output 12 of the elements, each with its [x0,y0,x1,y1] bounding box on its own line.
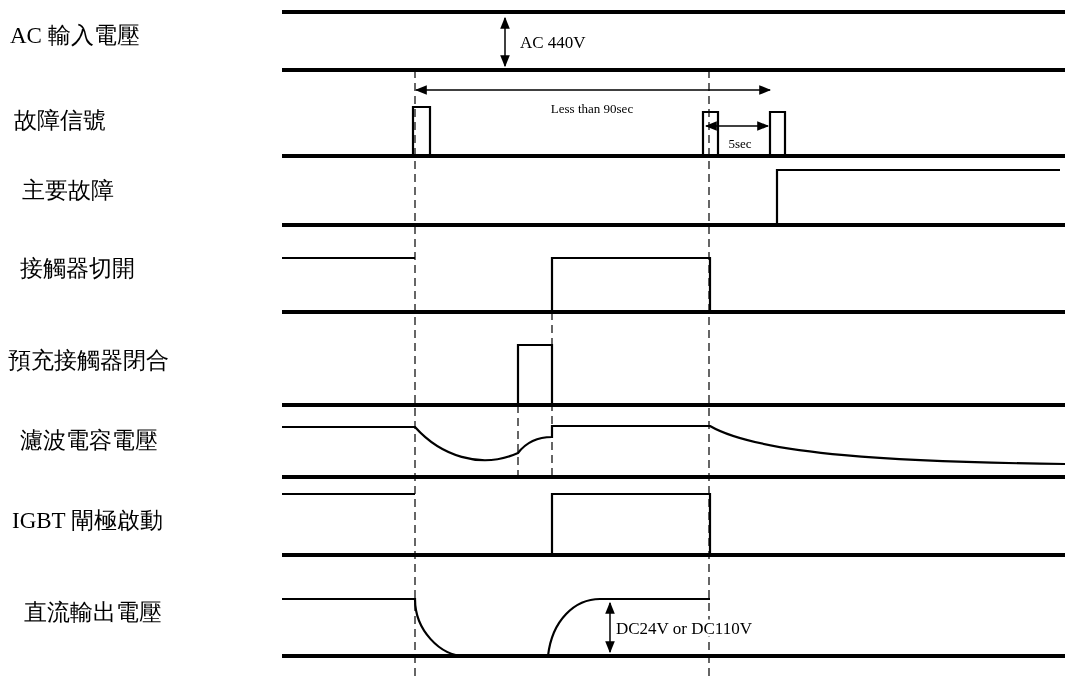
signal-label: 故障信號 [14,108,106,132]
signal-label: AC 輸入電壓 [10,23,140,47]
measurement-label: DC24V or DC110V [616,619,752,637]
signal-label: 濾波電容電壓 [20,428,158,452]
signal-label: 主要故障 [22,178,114,202]
signal-label: 預充接觸器閉合 [8,348,169,372]
measurement-label: Less than 90sec [550,101,634,115]
measurement-label: 5sec [728,136,752,150]
signal-label: 接觸器切開 [20,256,135,280]
measurement-label: AC 440V [520,33,586,51]
signal-label: IGBT 閘極啟動 [12,508,163,532]
signal-label: 直流輸出電壓 [24,600,162,624]
